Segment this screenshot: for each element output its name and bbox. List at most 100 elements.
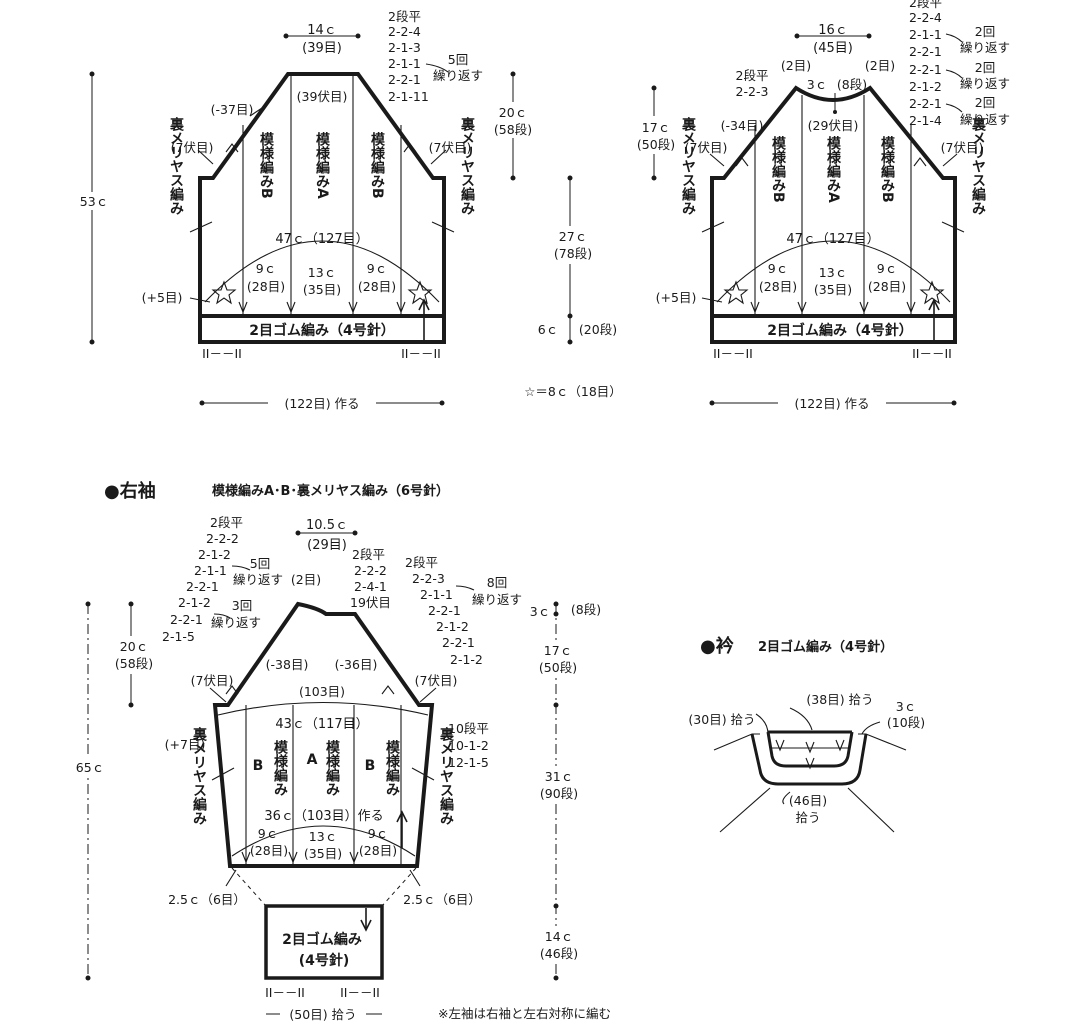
sleeve-right-dec2-6: 2-1-2	[450, 652, 483, 667]
front-width-arc	[716, 240, 951, 303]
back-chevron	[225, 143, 239, 153]
front-arrow	[859, 301, 869, 314]
back-seg-b-right-cm: 9ｃ	[367, 261, 387, 276]
sleeve-dim-dot	[85, 975, 91, 981]
sleeve-seg-b-left-cm: 9ｃ	[258, 826, 278, 841]
front-cast-on: (122目) 作る	[794, 396, 869, 411]
collar-body-right	[847, 787, 895, 833]
sleeve-cuff-height-bg	[534, 926, 582, 964]
collar-side-pickup: (30目) 拾う	[688, 712, 755, 727]
back-arrow	[348, 301, 358, 314]
back-dim-dot	[567, 313, 573, 319]
sleeve-raglan-height-rows: (58段)	[115, 656, 153, 671]
front-cast-on-bg	[778, 394, 886, 412]
sleeve-right-raglan-bg	[534, 640, 580, 678]
front-pattern-b-left: 模様編みB	[770, 135, 786, 202]
front-dim-dot	[651, 85, 657, 91]
front-side-2-left: (2目)	[781, 58, 811, 73]
front-ribbing: 2目ゴム編み（4号針）	[767, 322, 912, 339]
collar-leader	[789, 707, 813, 731]
back-shoulder-dec-0: 2段平	[388, 9, 421, 24]
star-note: ☆＝8ｃ（18目）	[524, 384, 622, 399]
back-dim-dot	[355, 33, 361, 39]
back-rib-height-cm: 6ｃ	[538, 322, 558, 337]
sleeve-direction-arrowhead	[396, 810, 408, 823]
back-seg-b-right-sts: (28目)	[358, 279, 396, 294]
sleeve-left-dec-6: 2-2-1	[170, 612, 203, 627]
back-rib-height-rows: (20段)	[579, 322, 617, 337]
sleeve-rib-mark-left: II－－II	[265, 985, 305, 1000]
sleeve-cuff-connector	[231, 867, 267, 907]
back-cast-on: (122目) 作る	[284, 396, 359, 411]
sleeve-left-dec-5: 2-1-2	[178, 595, 211, 610]
sleeve-repeat8-1: 8回	[487, 575, 507, 590]
sleeve-cuff-rows: (46段)	[540, 946, 578, 961]
back-shoulder-dec-4: 2-2-1	[388, 72, 421, 87]
sleeve-right-raglan-rows: (50段)	[539, 660, 577, 675]
back-seg-a-cm: 13ｃ	[308, 265, 336, 280]
back-width-arc	[204, 240, 440, 303]
back-repeat-line2: 繰り返す	[433, 68, 483, 83]
sleeve-leader	[411, 767, 435, 781]
sleeve-total-height-bg	[70, 758, 110, 776]
sleeve-right-dec1-3: 19伏目	[350, 595, 391, 610]
sleeve-left-dec-2: 2-1-2	[198, 547, 231, 562]
front-neck-shape-2: 2-2-1	[909, 44, 942, 59]
sleeve-cuff-box	[264, 904, 384, 980]
sleeve-cuff-arrowhead	[360, 919, 372, 932]
front-dim-dot	[833, 110, 837, 114]
collar-body-left	[719, 787, 771, 833]
sleeve-left-dec-3: 2-1-1	[194, 563, 227, 578]
back-inc-note: (+5目)	[142, 290, 183, 305]
front-dim-dot	[794, 33, 800, 39]
back-leader	[197, 149, 214, 165]
front-neck-shape-1: 2-1-1	[909, 27, 942, 42]
back-repeat-bracket	[425, 63, 449, 73]
back-rib-mark-left: II－－II	[202, 346, 242, 361]
front-seg-a-cm: 13ｃ	[819, 265, 847, 280]
sleeve-top-sts: (29目)	[307, 538, 347, 553]
front-leader	[701, 297, 723, 303]
sleeve-bottom-curve	[231, 825, 416, 857]
sleeve-upper-width: 43ｃ（117目）	[275, 717, 368, 732]
collar-band-inner	[766, 731, 854, 768]
sleeve-inc-row-1: 10-1-2	[448, 738, 489, 753]
back-body-height-bg	[547, 226, 595, 264]
sleeve-chevron	[225, 685, 239, 695]
sleeve-dim-dot	[295, 530, 301, 536]
sleeve-repeat8-2: 繰り返す	[472, 592, 522, 607]
collar-front-pickup-1: (46目)	[789, 793, 827, 808]
back-dim-dot	[567, 339, 573, 345]
sleeve-outline	[212, 601, 435, 868]
back-body-height-cm: 27ｃ	[559, 229, 587, 244]
front-raglan-dec: (-34目)	[721, 118, 764, 133]
front-piece: 16ｃ (45目) 2段平 2-2-4 2-1-1 2-2-1 2-2-1 2-…	[634, 0, 1010, 412]
sleeve-label-b-left: B	[253, 758, 264, 774]
front-arrow	[750, 301, 760, 314]
sleeve-chevron	[381, 685, 395, 695]
front-raglan-height-bg	[634, 116, 676, 154]
collar-piece: ●衿 2目ゴム編み（4号針） (38目) 拾う (30目) 拾う 3ｃ (10段…	[688, 635, 925, 833]
sleeve-bindoff-right: (7伏目)	[415, 673, 458, 688]
collar-arrow	[835, 739, 845, 752]
sleeve-cuff-width: 36ｃ（103目）作る	[264, 809, 383, 824]
sleeve-leader	[209, 687, 227, 703]
front-repeat-bracket	[945, 33, 963, 43]
sleeve-dim-dot	[553, 611, 559, 617]
sleeve-repeat3-1: 3回	[232, 598, 252, 613]
back-dim-dot	[439, 400, 445, 406]
sleeve-repeat-bracket	[231, 565, 251, 571]
sleeve-top-curve	[217, 702, 429, 716]
back-underarm-bindoff-right: (7伏目)	[429, 140, 472, 155]
sleeve-inc: (+7目)	[165, 737, 206, 752]
front-repeat-c-2: 繰り返す	[960, 112, 1010, 127]
sleeve-cuff-connector	[381, 867, 417, 907]
front-neck-dec-0: 2段平	[736, 68, 769, 83]
front-seg-b-right-sts: (28目)	[868, 279, 906, 294]
sleeve-raglan-height-bg	[112, 636, 156, 674]
collar-subtitle: 2目ゴム編み（4号針）	[758, 639, 893, 655]
collar-front-pickup-2: 拾う	[795, 810, 820, 825]
back-leader	[189, 221, 213, 233]
sleeve-body-cm: 31ｃ	[545, 769, 573, 784]
back-ribbing: 2目ゴム編み（4号針）	[249, 322, 394, 339]
